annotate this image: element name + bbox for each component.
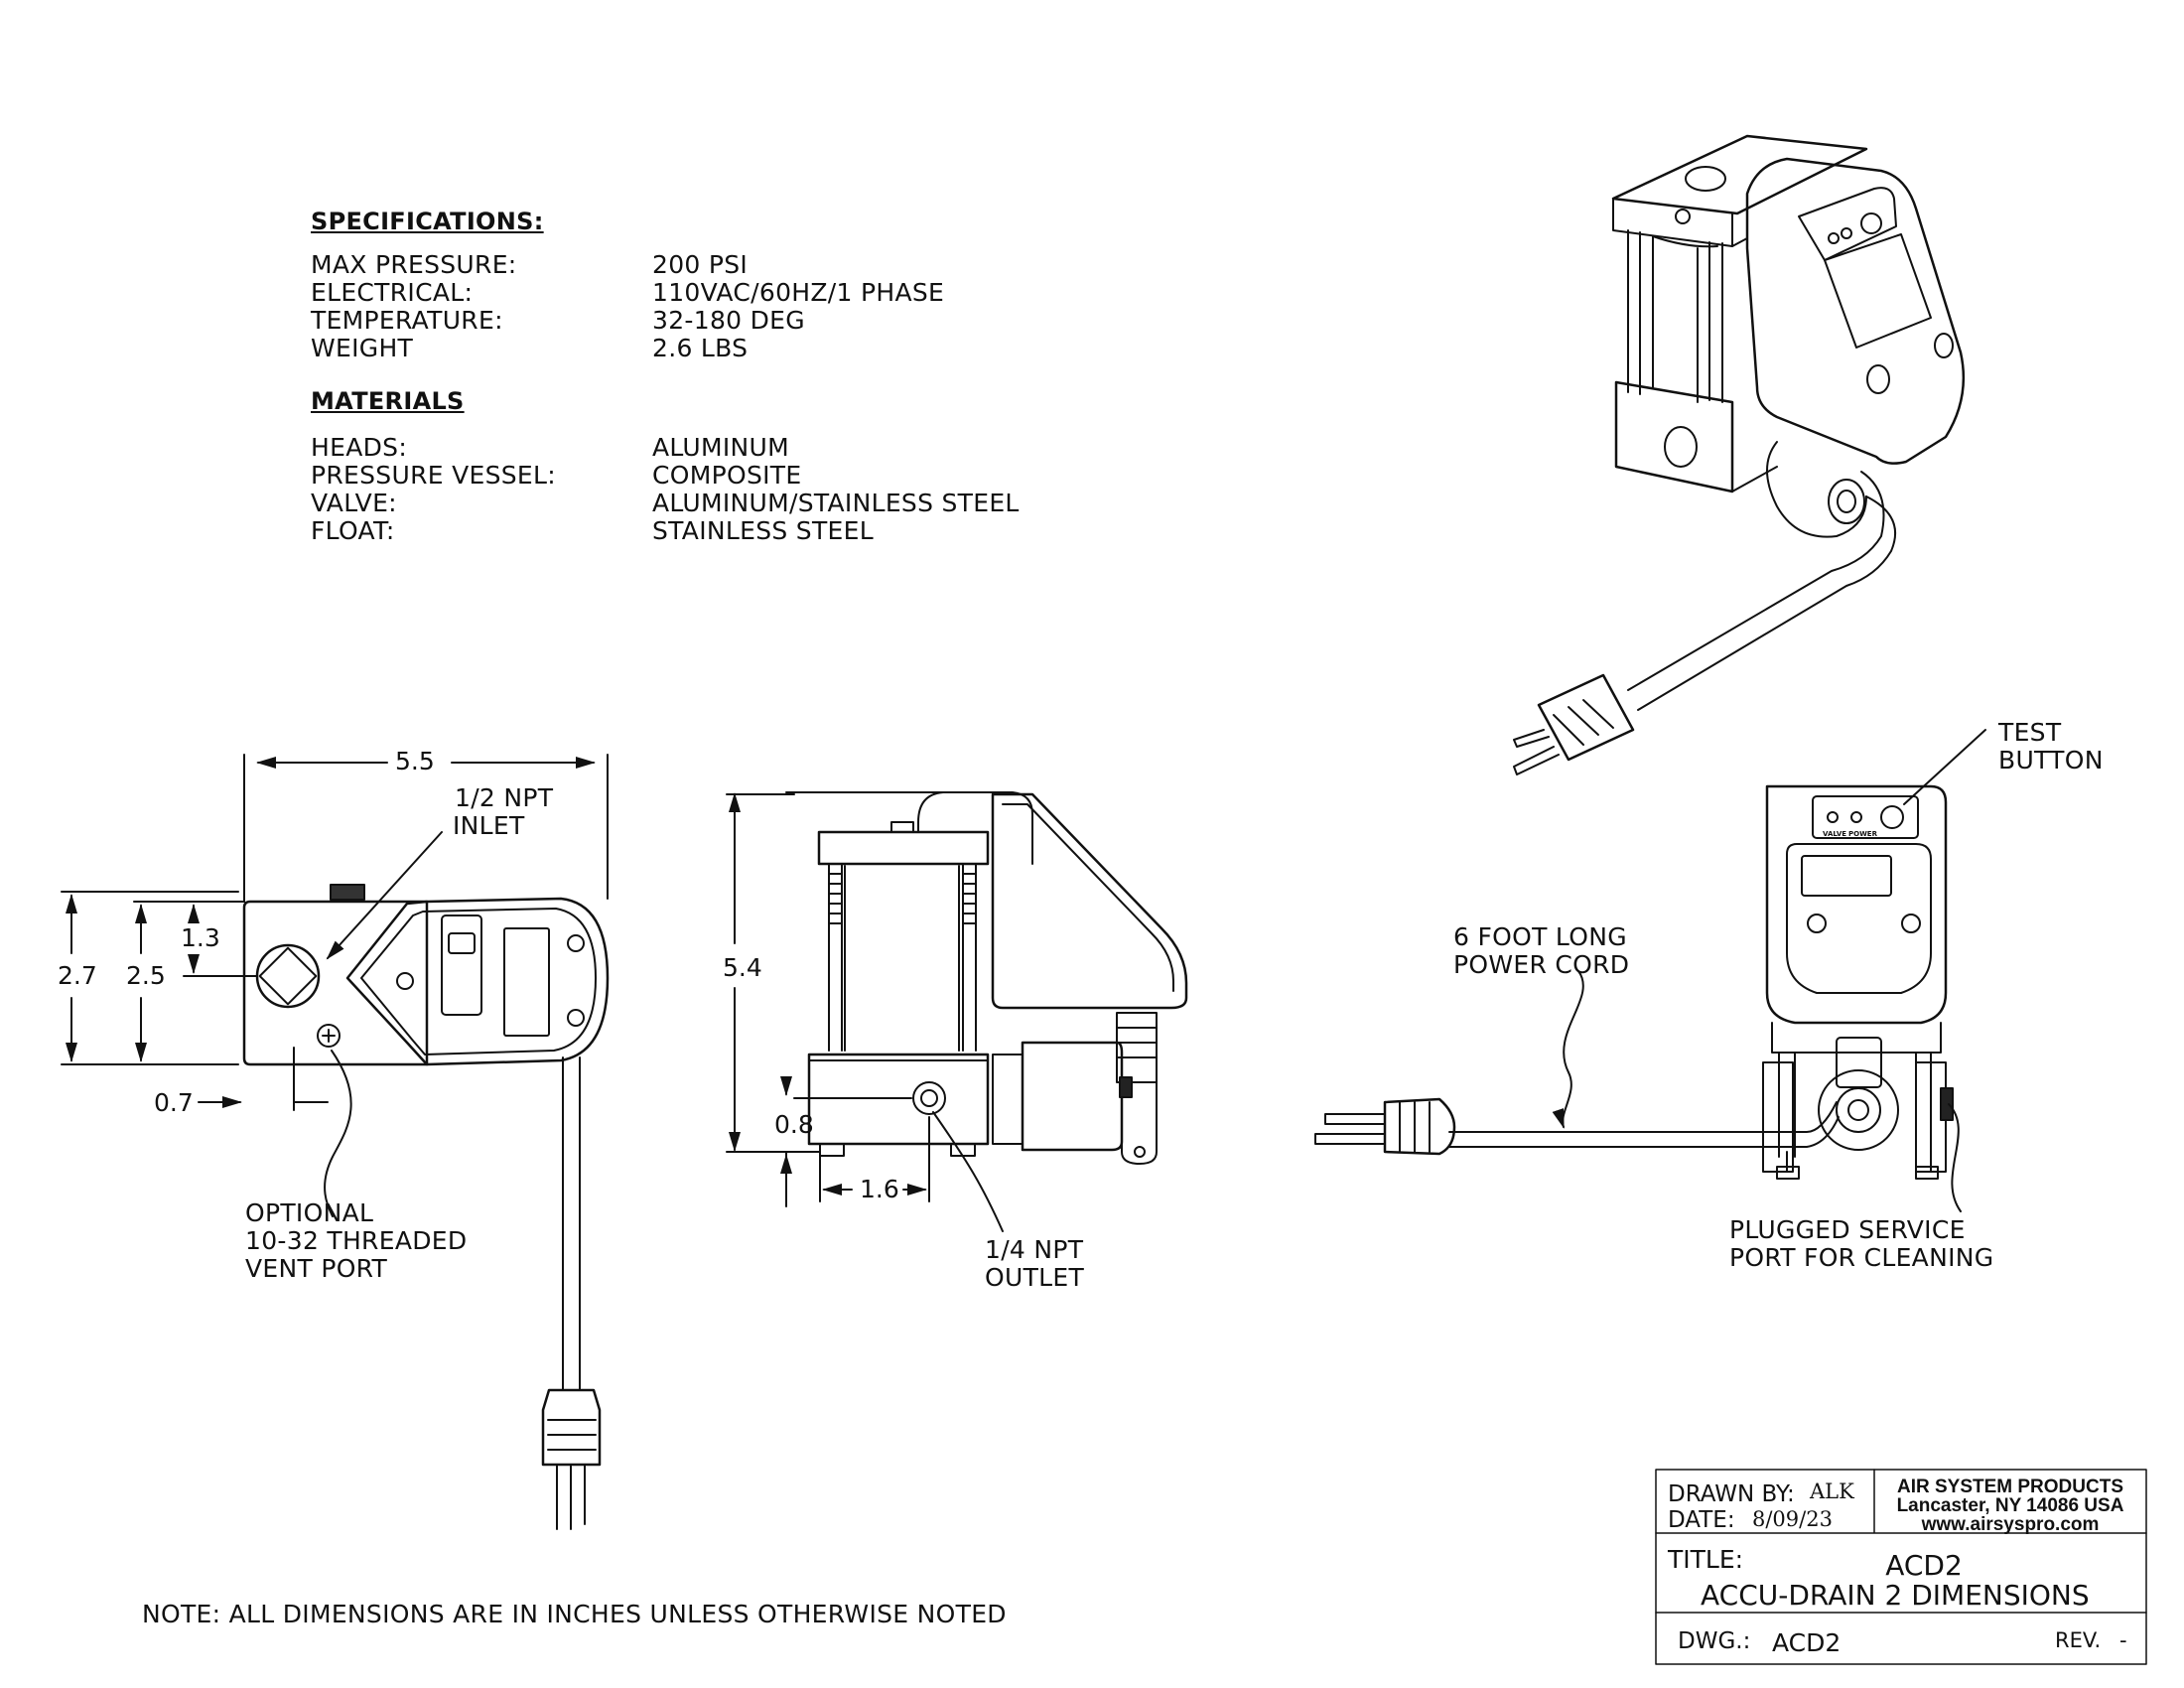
spec-label: MAX PRESSURE: — [311, 250, 517, 279]
spec-value: 200 PSI — [652, 250, 749, 279]
callout-line: OPTIONAL — [245, 1198, 374, 1227]
rev-label: REV. — [2055, 1628, 2102, 1652]
title-line-1: ACD2 — [1885, 1549, 1963, 1582]
material-label: HEADS: — [311, 433, 408, 462]
spec-label: TEMPERATURE: — [311, 306, 503, 335]
callout-line: 6 FOOT LONG — [1453, 922, 1627, 951]
material-value: STAINLESS STEEL — [652, 516, 874, 545]
material-value: ALUMINUM/STAINLESS STEEL — [652, 489, 1020, 517]
callout-line: INLET — [453, 811, 525, 840]
callout-line: OUTLET — [985, 1263, 1085, 1292]
title-block-frame — [1655, 1469, 2147, 1665]
dimension-height-label: 5.4 — [723, 953, 762, 982]
spec-label: WEIGHT — [311, 334, 414, 362]
dimension-outer-height-label: 2.7 — [58, 961, 97, 990]
side-view — [726, 791, 1188, 1232]
dimension-upper-label: 1.3 — [181, 923, 220, 952]
callout-line: 1/2 NPT — [455, 783, 554, 812]
material-label: PRESSURE VESSEL: — [311, 461, 556, 490]
spec-value: 110VAC/60HZ/1 PHASE — [652, 278, 945, 307]
callout-line: TEST — [1998, 718, 2062, 747]
panel-power-label: POWER — [1848, 830, 1877, 838]
dimension-width-label: 5.5 — [395, 747, 435, 775]
front-view — [1314, 729, 1986, 1212]
callout-line: POWER CORD — [1453, 950, 1630, 979]
drawn-by-label: DRAWN BY: — [1668, 1481, 1795, 1507]
dimensions-note: NOTE: ALL DIMENSIONS ARE IN INCHES UNLES… — [142, 1600, 1007, 1628]
callout-line: PORT FOR CLEANING — [1729, 1243, 1994, 1272]
materials-heading: MATERIALS — [311, 387, 465, 415]
dimension-outlet-height-label: 0.8 — [774, 1110, 814, 1139]
dimension-inner-height-label: 2.5 — [126, 961, 166, 990]
date-label: DATE: — [1668, 1507, 1735, 1533]
title-line-2: ACCU-DRAIN 2 DIMENSIONS — [1701, 1579, 2090, 1612]
dwg-label: DWG.: — [1678, 1628, 1751, 1654]
company-website: www.airsyspro.com — [1921, 1514, 2100, 1535]
dwg-value: ACD2 — [1772, 1628, 1842, 1657]
top-view — [61, 754, 610, 1530]
title-label: TITLE: — [1668, 1545, 1744, 1574]
isometric-view — [1513, 134, 1966, 775]
company-name: AIR SYSTEM PRODUCTS — [1896, 1477, 2124, 1497]
callout-line: BUTTON — [1998, 746, 2104, 774]
callout-line: VENT PORT — [245, 1254, 388, 1283]
drawn-by-value: ALK — [1810, 1479, 1854, 1503]
material-value: ALUMINUM — [652, 433, 789, 462]
callout-line: PLUGGED SERVICE — [1729, 1215, 1966, 1244]
company-address: Lancaster, NY 14086 USA — [1896, 1495, 2124, 1516]
spec-label: ELECTRICAL: — [311, 278, 474, 307]
callout-line: 1/4 NPT — [985, 1235, 1084, 1264]
material-label: FLOAT: — [311, 516, 395, 545]
dimension-outlet-offset-label: 1.6 — [860, 1175, 899, 1203]
spec-value: 2.6 LBS — [652, 334, 749, 362]
dimension-vent-offset-label: 0.7 — [154, 1088, 194, 1117]
callout-line: 10-32 THREADED — [245, 1226, 468, 1255]
material-value: COMPOSITE — [652, 461, 802, 490]
specifications-heading: SPECIFICATIONS: — [311, 208, 544, 235]
spec-value: 32-180 DEG — [652, 306, 805, 335]
panel-valve-label: VALVE — [1823, 830, 1847, 838]
material-label: VALVE: — [311, 489, 397, 517]
date-value: 8/09/23 — [1752, 1507, 1833, 1531]
rev-value: - — [2119, 1628, 2127, 1652]
